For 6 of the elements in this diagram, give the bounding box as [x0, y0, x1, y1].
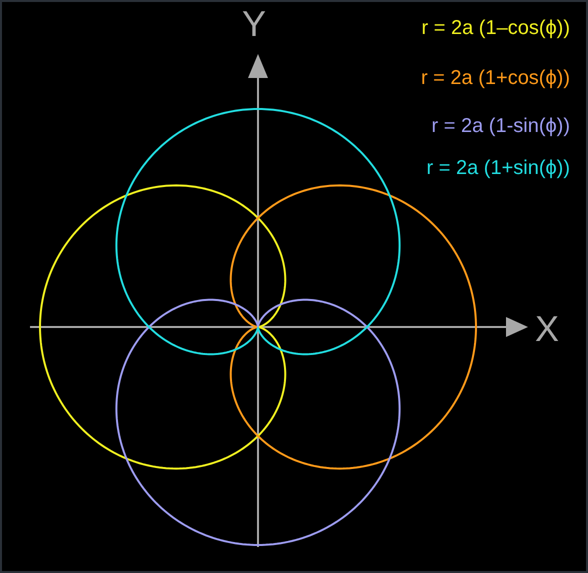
axis-label: X [535, 311, 560, 347]
equation-label: r = 2a (1–cos(ϕ)) [422, 18, 570, 38]
equation-label: r = 2a (1+sin(ϕ)) [426, 158, 570, 178]
axis-label: Y [242, 6, 266, 42]
equation-label: r = 2a (1-sin(ϕ)) [432, 116, 570, 136]
equation-label: r = 2a (1+cos(ϕ)) [420, 68, 570, 88]
